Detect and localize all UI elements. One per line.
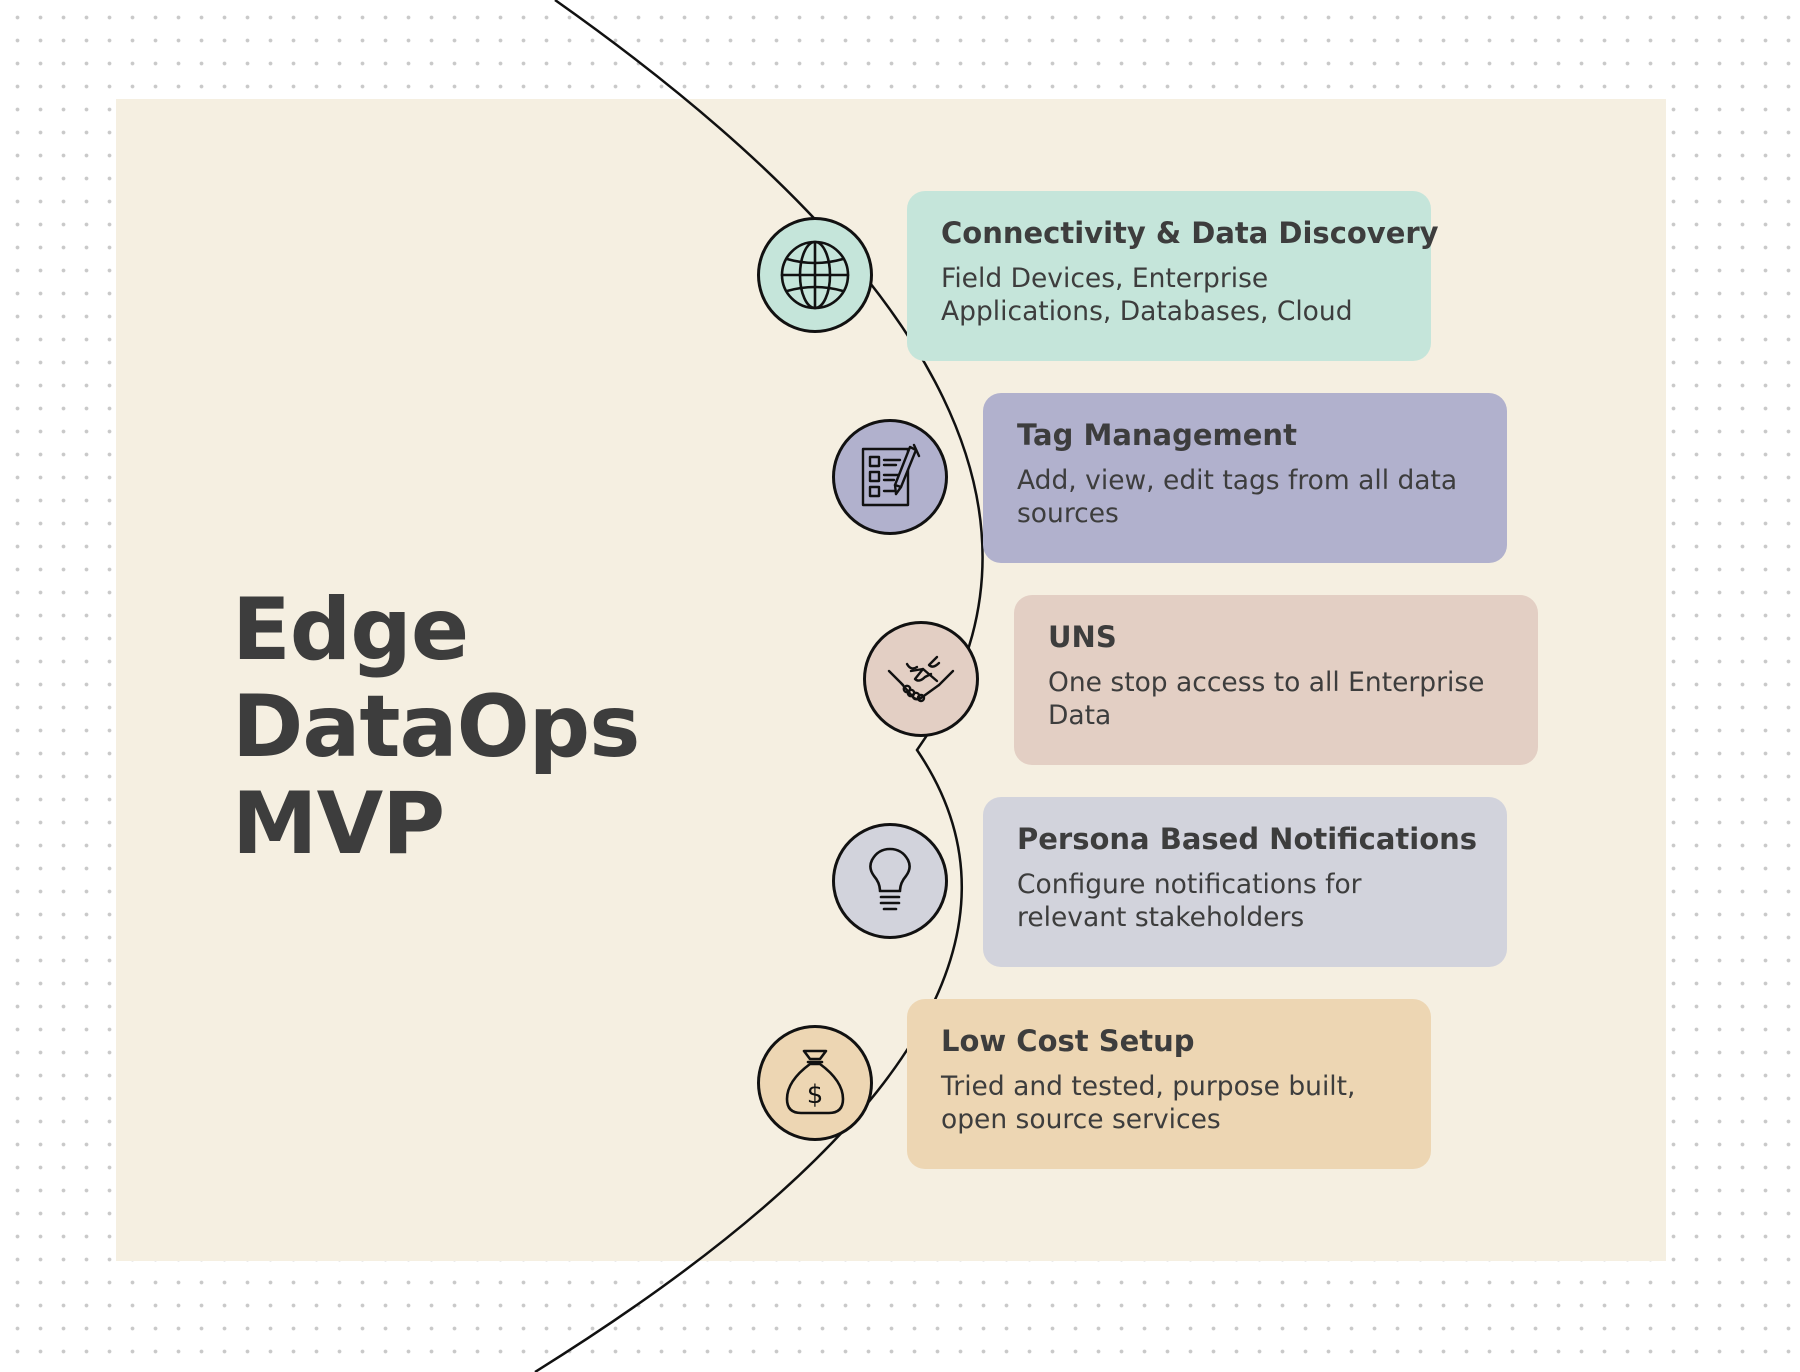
globe-icon	[780, 240, 850, 310]
card-heading: Persona Based Notifications	[1017, 822, 1478, 856]
page-title: Edge DataOps MVP	[232, 580, 640, 874]
card-heading: Low Cost Setup	[941, 1024, 1195, 1058]
handshake-icon	[887, 655, 955, 703]
card-low-cost-setup: Low Cost Setup Tried and tested, purpose…	[907, 999, 1431, 1169]
checklist-pen-icon-badge	[832, 419, 948, 535]
card-description: Add, view, edit tags from all data sourc…	[1017, 465, 1458, 529]
money-bag-icon: $	[785, 1049, 845, 1115]
lightbulb-icon	[869, 847, 911, 911]
lightbulb-icon-badge	[832, 823, 948, 939]
handshake-icon-badge	[863, 621, 979, 737]
money-bag-icon-badge: $	[757, 1025, 873, 1141]
title-line-3: MVP	[232, 774, 445, 874]
card-heading: UNS	[1048, 620, 1117, 654]
card-connectivity: Connectivity & Data Discovery Field Devi…	[907, 191, 1439, 361]
globe-icon-badge	[757, 217, 873, 333]
svg-text:$: $	[807, 1080, 824, 1110]
card-heading: Tag Management	[1017, 418, 1297, 452]
card-heading: Connectivity & Data Discovery	[941, 216, 1439, 250]
card-uns: UNS One stop access to all Enterprise Da…	[1014, 595, 1538, 765]
card-description: One stop access to all Enterprise Data	[1048, 667, 1485, 731]
title-line-1: Edge	[232, 580, 469, 680]
title-line-2: DataOps	[232, 677, 640, 777]
card-persona-notifications: Persona Based Notifications Configure no…	[983, 797, 1507, 967]
card-description: Field Devices, Enterprise Applications, …	[941, 263, 1353, 327]
card-description: Configure notifications for relevant sta…	[1017, 869, 1362, 933]
card-tag-management: Tag Management Add, view, edit tags from…	[983, 393, 1507, 563]
checklist-pen-icon	[861, 443, 921, 507]
card-description: Tried and tested, purpose built, open so…	[941, 1071, 1356, 1135]
